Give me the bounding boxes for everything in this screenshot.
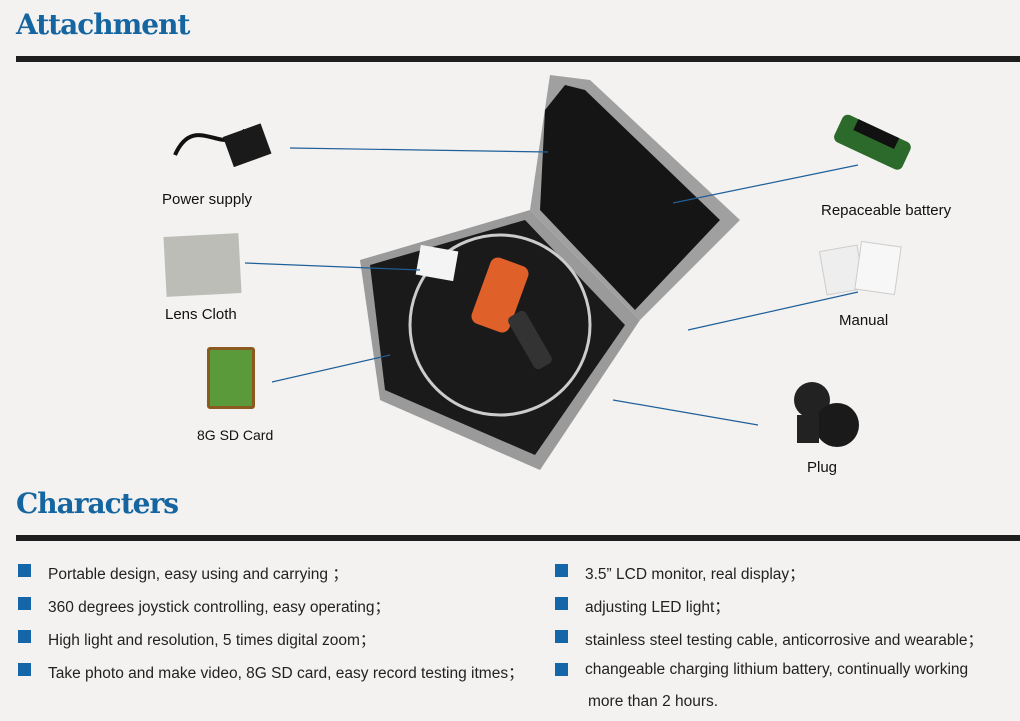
sd-card-image [207, 347, 255, 409]
battery-image [834, 114, 911, 170]
section-title-characters: Characters [16, 487, 179, 520]
divider [16, 56, 1020, 62]
feature-text: 360 degrees joystick controlling, easy o… [48, 599, 391, 616]
feature-text: changeable charging lithium battery, con… [585, 661, 969, 678]
label-battery: Repaceable battery [821, 202, 952, 219]
feature-item: changeable charging lithium battery, con… [555, 661, 968, 679]
label-power-supply: Power supply [162, 191, 253, 208]
bullet-icon [18, 564, 31, 577]
plug-image [794, 382, 859, 447]
feature-text: High light and resolution, 5 times digit… [48, 632, 376, 649]
feature-text: adjusting LED light； [585, 599, 730, 616]
feature-item: High light and resolution, 5 times digit… [18, 628, 375, 650]
bullet-icon [555, 597, 568, 610]
feature-item: 3.5” LCD monitor, real display； [555, 562, 805, 584]
feature-text: Take photo and make video, 8G SD card, e… [48, 665, 524, 682]
bullet-icon [555, 663, 568, 676]
feature-item: Portable design, easy using and carrying… [18, 562, 348, 584]
power-supply-image [173, 123, 272, 168]
feature-text: Portable design, easy using and carrying… [48, 566, 348, 583]
feature-text: stainless steel testing cable, anticorro… [585, 632, 984, 649]
feature-item: 360 degrees joystick controlling, easy o… [18, 595, 390, 617]
bullet-icon [555, 630, 568, 643]
carrying-case-image [360, 75, 740, 470]
bullet-icon [555, 564, 568, 577]
bullet-icon [18, 597, 31, 610]
bullet-icon [18, 663, 31, 676]
divider [16, 535, 1020, 541]
feature-item: stainless steel testing cable, anticorro… [555, 628, 983, 650]
label-manual: Manual [839, 312, 889, 329]
feature-item: Take photo and make video, 8G SD card, e… [18, 661, 524, 683]
feature-item: adjusting LED light； [555, 595, 730, 617]
feature-continuation: more than 2 hours. [588, 693, 719, 710]
label-plug: Plug [807, 459, 838, 476]
manual-image [818, 240, 902, 296]
section-title-attachment: Attachment [16, 8, 190, 41]
label-sd-card: 8G SD Card [197, 427, 274, 443]
label-lens-cloth: Lens Cloth [165, 306, 237, 323]
bullet-icon [18, 630, 31, 643]
feature-text: 3.5” LCD monitor, real display； [585, 566, 805, 583]
